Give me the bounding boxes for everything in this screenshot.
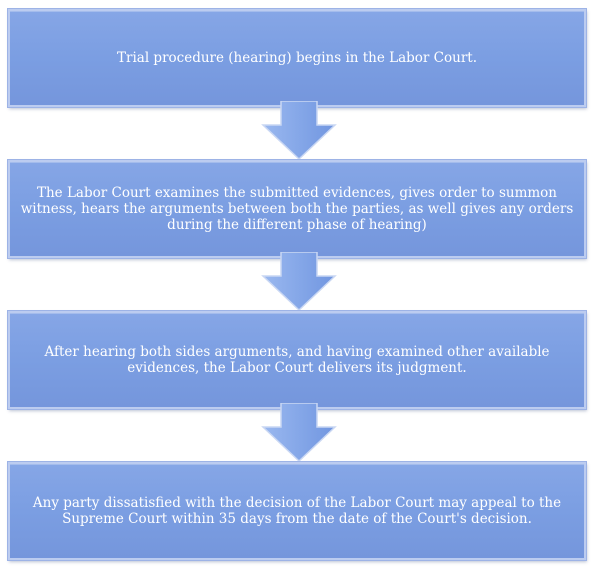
flow-step-3-text: After hearing both sides arguments, and … — [44, 344, 550, 376]
flow-step-1: Trial procedure (hearing) begins in the … — [8, 9, 586, 107]
flow-step-4-text: Any party dissatisfied with the decision… — [32, 495, 562, 527]
down-arrow-icon — [261, 403, 337, 463]
flow-step-2: The Labor Court examines the submitted e… — [8, 160, 586, 258]
down-arrow-icon — [261, 101, 337, 161]
flow-step-3: After hearing both sides arguments, and … — [8, 311, 586, 409]
down-arrow-icon — [261, 252, 337, 312]
flow-step-4: Any party dissatisfied with the decision… — [8, 462, 586, 560]
flow-step-1-text: Trial procedure (hearing) begins in the … — [117, 50, 477, 66]
flow-step-2-text: The Labor Court examines the submitted e… — [20, 185, 574, 233]
